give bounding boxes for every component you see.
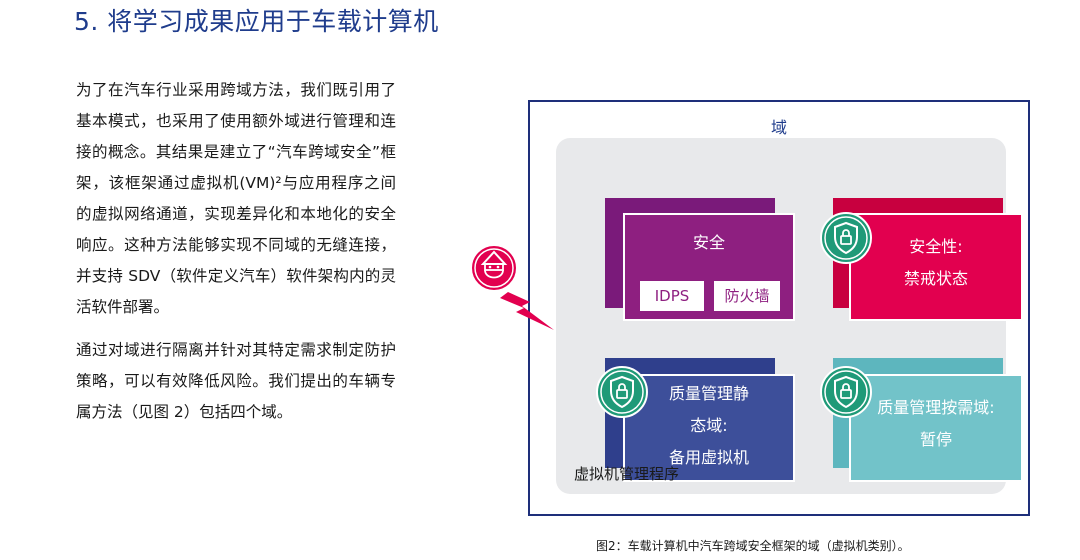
domain-label: 域 xyxy=(770,118,787,137)
qm-ondemand-line1: 质量管理按需域: xyxy=(877,398,995,417)
safety-domain: 安全性: 禁戒状态 xyxy=(849,213,1023,321)
body-paragraph-1: 为了在汽车行业采用跨域方法，我们既引用了基本模式，也采用了使用额外域进行管理和连… xyxy=(76,81,396,316)
hacker-attack-icon xyxy=(470,244,554,330)
hypervisor-label: 虚拟机管理程序 xyxy=(574,465,680,483)
hypervisor-area: 安全 IDPS 防火墙 安全性: 禁戒状态 质量管理静 态域: 备用虚拟机 质量… xyxy=(556,138,1023,494)
qm-static-line3: 备用虚拟机 xyxy=(668,448,749,467)
security-domain: 安全 IDPS 防火墙 xyxy=(623,213,795,321)
firewall-chip: 防火墙 xyxy=(714,281,780,311)
qm-static-line1: 质量管理静 xyxy=(668,384,749,403)
shield-lock-icon xyxy=(596,366,648,418)
qm-static-line2: 态域: xyxy=(690,416,728,435)
security-domain-label: 安全 xyxy=(692,233,725,252)
domain-diagram: 域 安全 IDPS 防火墙 安全性: 禁戒状态 质量管理静 态域: 备用虚拟机 xyxy=(528,100,1030,516)
body-paragraph-2: 通过对域进行隔离并针对其特定需求制定防护策略，可以有效降低风险。我们提出的车辆专… xyxy=(76,341,396,421)
safety-domain-line2: 禁戒状态 xyxy=(903,269,968,288)
shield-lock-icon xyxy=(820,212,872,264)
qm-ondemand-domain: 质量管理按需域: 暂停 xyxy=(849,374,1023,482)
qm-ondemand-line2: 暂停 xyxy=(919,430,952,449)
shield-lock-icon xyxy=(820,366,872,418)
section-title: 5. 将学习成果应用于车载计算机 xyxy=(74,7,439,36)
idps-chip: IDPS xyxy=(640,281,704,311)
safety-domain-line1: 安全性: xyxy=(909,237,963,256)
qm-static-domain: 质量管理静 态域: 备用虚拟机 xyxy=(623,374,795,482)
figure-caption: 图2：车载计算机中汽车跨域安全框架的域（虚拟机类别）。 xyxy=(596,539,910,553)
